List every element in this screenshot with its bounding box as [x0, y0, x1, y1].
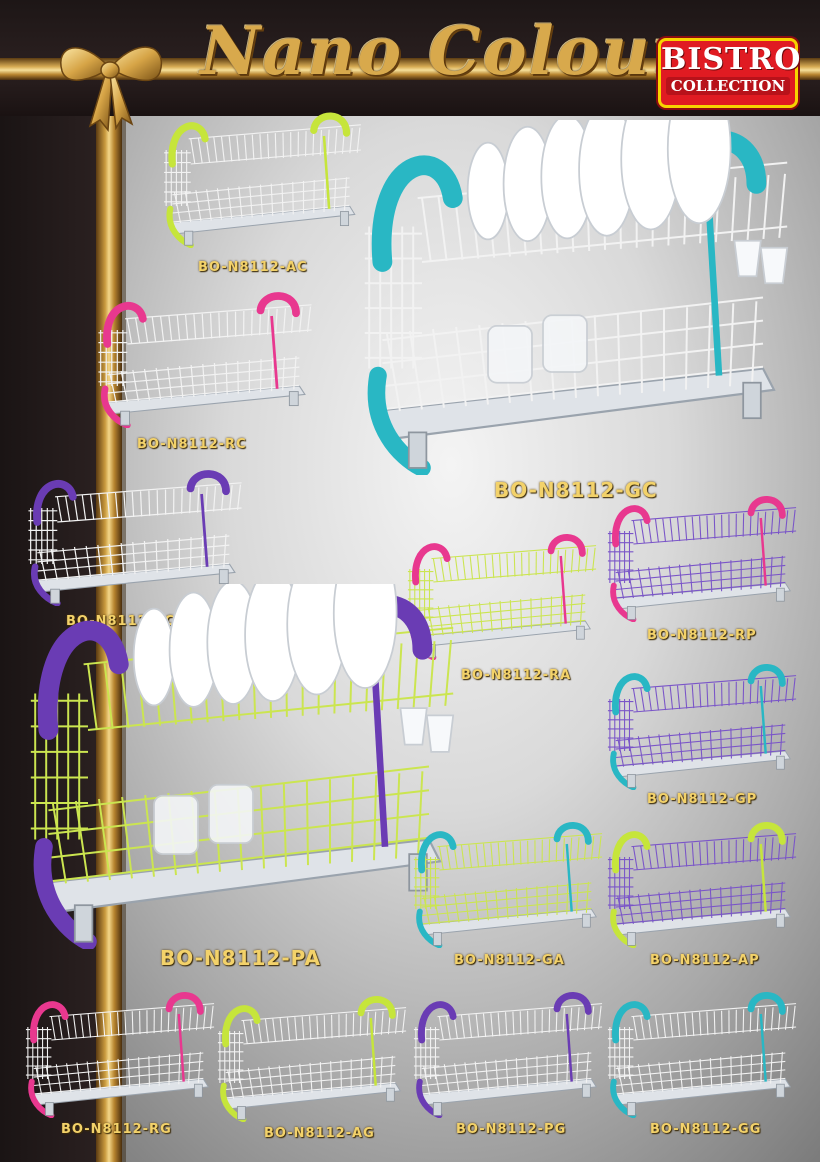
- dish-rack-drawing: [607, 496, 797, 622]
- dish-rack-drawing: [30, 584, 455, 949]
- product-code-label: BO-N8112-GG: [650, 1122, 762, 1137]
- dish-rack-drawing: [364, 120, 789, 475]
- product-rack: [24, 466, 246, 606]
- product-rack: [94, 288, 316, 428]
- product-rack: [356, 120, 796, 475]
- product-code-label: BO-N8112-AG: [264, 1126, 375, 1141]
- logo-sub-text: COLLECTION: [666, 77, 790, 95]
- dish-rack-drawing: [413, 992, 603, 1118]
- product-code-label: BO-N8112-AC: [198, 260, 308, 275]
- product-code-label: BO-N8112-GC: [494, 478, 658, 502]
- product-rack: [604, 492, 800, 622]
- product-code-label: BO-N8112-RG: [61, 1122, 172, 1137]
- product-code-label: BO-N8112-AP: [650, 953, 760, 968]
- product-rack: [410, 818, 606, 948]
- dish-rack-drawing: [607, 822, 797, 948]
- brand-logo: BISTRO COLLECTION: [658, 38, 802, 108]
- product-rack: [410, 988, 606, 1118]
- product-code-label: BO-N8112-PG: [456, 1122, 567, 1137]
- dish-rack-drawing: [25, 992, 215, 1118]
- product-code-label: BO-N8112-RP: [647, 628, 757, 643]
- product-code-label: BO-N8112-GA: [454, 953, 565, 968]
- product-rack: [604, 818, 800, 948]
- product-code-label: BO-N8112-RC: [137, 437, 247, 452]
- product-code-label: BO-N8112-PA: [160, 946, 321, 970]
- bow-icon: [60, 46, 163, 132]
- product-rack: [22, 988, 218, 1118]
- dish-rack-drawing: [413, 822, 603, 948]
- dish-rack-drawing: [28, 470, 242, 606]
- product-rack: [160, 108, 365, 248]
- product-rack: [604, 988, 800, 1118]
- dish-rack-drawing: [407, 534, 597, 660]
- dish-rack-drawing: [607, 664, 797, 790]
- dish-rack-drawing: [164, 112, 361, 248]
- page-title: Nano Colours: [200, 12, 728, 90]
- dish-rack-drawing: [217, 996, 407, 1122]
- product-code-label: BO-N8112-RA: [461, 668, 572, 683]
- product-rack: [22, 584, 462, 949]
- dish-rack-drawing: [607, 992, 797, 1118]
- product-code-label: BO-N8112-GP: [647, 792, 758, 807]
- header-gold-line: [0, 58, 820, 80]
- product-rack: [604, 660, 800, 790]
- dish-rack-drawing: [98, 292, 312, 428]
- logo-main-text: BISTRO: [661, 42, 802, 77]
- product-rack: [404, 530, 600, 660]
- product-rack: [214, 992, 410, 1122]
